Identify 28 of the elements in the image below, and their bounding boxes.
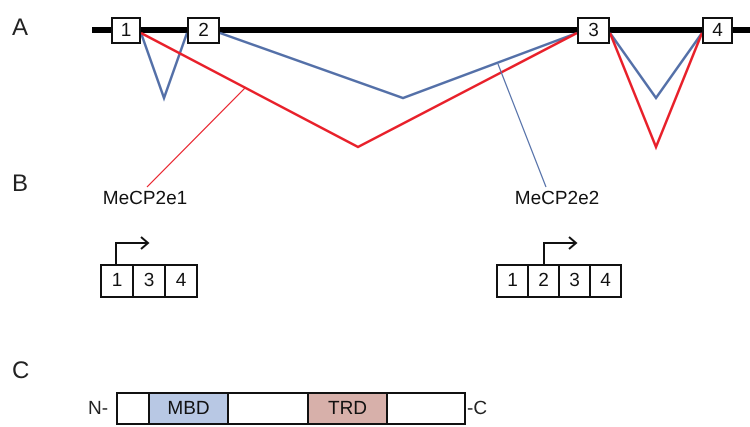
leader-line	[497, 64, 547, 188]
exon-box: 4	[164, 264, 198, 298]
splice-line	[140, 32, 188, 102]
exon-box: 3	[132, 264, 166, 298]
exon-box: 2	[527, 264, 560, 298]
domain-box: MBD	[148, 392, 229, 425]
exon-box: 4	[702, 17, 733, 44]
protein-bar	[116, 392, 466, 425]
exon-box: 2	[187, 17, 220, 44]
leader-line	[146, 86, 246, 188]
exon-box: 3	[577, 17, 610, 44]
exon-box: 1	[100, 264, 134, 298]
splice-line	[140, 32, 578, 148]
exon-box: 3	[558, 264, 591, 298]
splice-line	[608, 32, 704, 100]
panel-letter: A	[12, 14, 28, 42]
splice-line	[608, 32, 704, 150]
panel-letter: B	[12, 170, 28, 198]
transcript-name: MeCP2e2	[504, 186, 610, 212]
exon-box: 4	[589, 264, 622, 298]
terminus-label: N-	[88, 398, 108, 420]
panel-letter: C	[12, 357, 30, 385]
terminus-label: -C	[467, 398, 488, 420]
transcript-name: MeCP2e1	[92, 186, 198, 212]
splice-line	[220, 32, 578, 100]
domain-box: TRD	[307, 392, 388, 425]
exon-box: 1	[111, 17, 141, 44]
exon-box: 1	[496, 264, 529, 298]
